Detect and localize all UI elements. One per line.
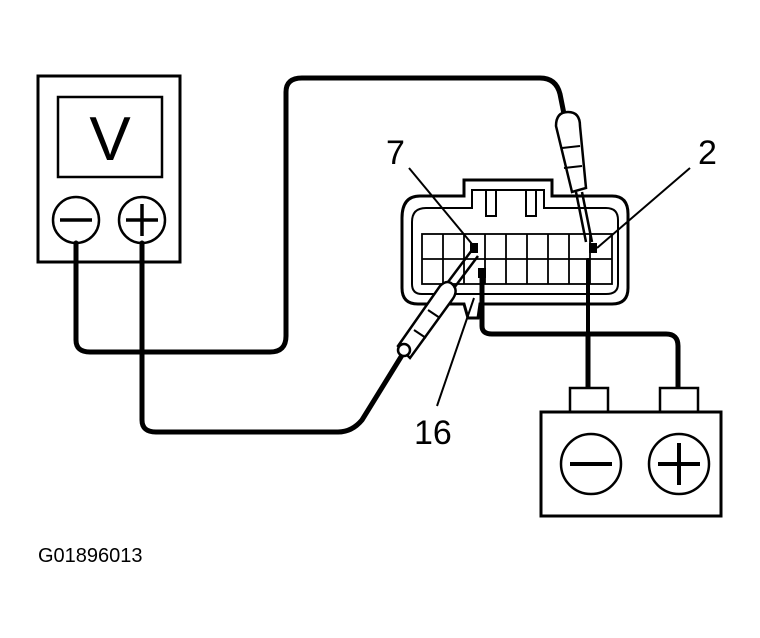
voltmeter: V: [36, 74, 182, 264]
wire-pin16-battery-negative: [479, 275, 591, 391]
battery-negative-icon: [559, 432, 623, 496]
wire-pin2-battery-positive: [585, 331, 681, 391]
pin-2-cavity: [589, 243, 597, 253]
wire-meter-positive: [139, 240, 407, 435]
pin-2-label: 2: [698, 134, 717, 172]
pin-16-cavity: [478, 268, 486, 278]
figure-id: G01896013: [38, 545, 143, 567]
leader-pin-7: [408, 167, 473, 245]
probe-pin-2: [554, 110, 594, 243]
battery-positive-icon: [647, 432, 711, 496]
pin-7-label: 7: [386, 134, 405, 172]
voltmeter-unit-label: V: [89, 105, 131, 174]
battery-negative-post: [568, 386, 610, 414]
leader-lines: [408, 167, 691, 407]
pin-7-cavity: [470, 243, 478, 253]
battery-positive-post: [658, 386, 700, 414]
wire-meter-negative: [73, 75, 567, 355]
pin-16-label: 16: [414, 414, 452, 452]
voltmeter-negative-terminal-icon: [51, 195, 101, 245]
leader-pin-16: [436, 297, 475, 407]
voltmeter-positive-terminal-icon: [117, 195, 167, 245]
battery: [539, 386, 723, 518]
wires: [73, 75, 681, 435]
probe-pin-7: [396, 249, 479, 360]
leader-pin-2: [596, 167, 691, 249]
voltmeter-display: [56, 95, 164, 179]
